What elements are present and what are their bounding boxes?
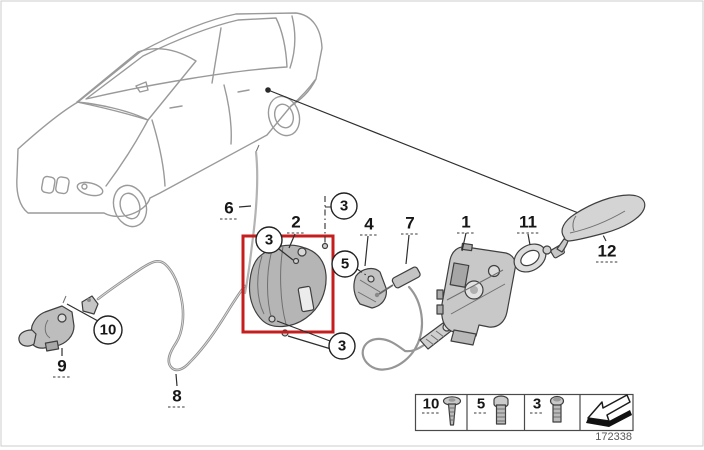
installation-direction-arrow-icon [586,394,632,427]
lock-screw-lower-a [268,315,276,323]
car-kidney-grille [40,175,70,195]
callout-10-label: 10 [100,322,117,339]
callout-3c-label: 3 [338,338,346,355]
callout-6-label: 6 [224,199,233,218]
callout-part-10-circled[interactable]: 10 [66,303,123,345]
callout-3a-label: 3 [340,198,348,215]
part-2-door-lock [248,242,329,337]
callout-1-leader [461,232,467,252]
door-location-pointer [265,87,587,217]
callout-7-leader [405,234,410,265]
callout-3b-circle [255,226,283,254]
callout-4-label: 4 [364,215,374,234]
callout-part-7[interactable]: 7 [401,214,419,265]
part-8-cable [96,260,247,372]
lock-screw-upper [321,242,329,250]
countersunk-screw-icon [442,396,462,426]
flat-head-screw-icon [493,395,509,425]
car-detail-lines [76,15,316,187]
callout-2-leader [288,233,296,249]
callout-part-11[interactable]: 11 [517,213,539,246]
part-6-lock-rod [243,144,260,295]
cable-highlight [97,260,246,371]
lock-screw-side [292,257,300,265]
diagram-code: 172338 [595,431,632,443]
callout-12-label: 12 [598,242,617,261]
legend-cell-screw-5: 5 [474,395,509,425]
callout-part-1[interactable]: 1 [457,213,475,252]
callout-3b-leader [278,248,294,261]
legend-3-label: 3 [533,396,541,413]
callout-12-leader [601,232,607,242]
legend-cell-screw-10: 10 [422,396,462,426]
callout-11-label: 11 [519,213,537,232]
callout-3b-label: 3 [265,232,273,249]
callout-part-3-circled-left[interactable]: 3 [255,226,294,261]
pan-head-screw-icon [549,395,565,423]
callout-part-9[interactable]: 9 [53,348,71,378]
callout-3c-leader [276,320,332,350]
legend-dividers [466,394,581,431]
cable-outline [96,260,247,372]
car-illustration [16,12,323,228]
callout-6-leader [238,205,252,208]
callout-part-5-circled[interactable]: 5 [331,250,370,278]
car-windshield [76,48,197,121]
callout-part-2[interactable]: 2 [287,213,305,249]
part-5-screw [367,275,375,283]
car-rear-wheel [267,95,301,137]
callout-3a-leader [324,196,331,243]
callout-8-leader [175,373,178,387]
part-4-bracket [353,267,387,309]
legend-cell-screw-3: 3 [530,395,565,423]
callout-9-label: 9 [57,357,66,376]
part-7-bowden-cable [361,266,452,371]
callout-2-label: 2 [291,213,300,232]
part-10-cable-bracket [81,295,99,315]
pointer-line [267,89,587,217]
callout-10-circle [93,315,123,345]
callout-3c-circle [328,332,356,360]
part-1-handle-carrier [436,242,517,346]
callout-8-label: 8 [172,387,181,406]
callout-10-leader [66,303,99,322]
callout-4-leader [364,235,369,267]
part-9-lock-cylinder [18,295,75,352]
callout-5-label: 5 [341,256,349,273]
callout-part-6[interactable]: 6 [220,199,252,220]
callout-5-leader [356,268,370,278]
fastener-legend-table: 10 5 3 [414,393,634,432]
car-headlight [76,181,104,197]
callout-5-circle [331,250,359,278]
callout-part-12[interactable]: 12 [596,232,618,263]
legend-10-label: 10 [423,396,440,413]
callout-11-leader [527,233,531,246]
callout-part-4[interactable]: 4 [360,215,378,267]
callout-1-label: 1 [461,213,470,232]
legend-5-label: 5 [477,396,485,413]
car-greenhouse [85,17,288,100]
part-12-door-handle [556,194,646,253]
part-11-gasket [513,243,566,273]
highlight-box[interactable] [241,234,335,334]
callout-part-3-circled-bottom[interactable]: 3 [276,320,356,360]
callout-part-8[interactable]: 8 [168,373,186,408]
callout-part-3-circled-top[interactable]: 3 [324,192,358,243]
car-front-wheel [112,184,148,228]
callout-3a-circle [330,192,358,220]
callout-7-label: 7 [405,214,414,233]
